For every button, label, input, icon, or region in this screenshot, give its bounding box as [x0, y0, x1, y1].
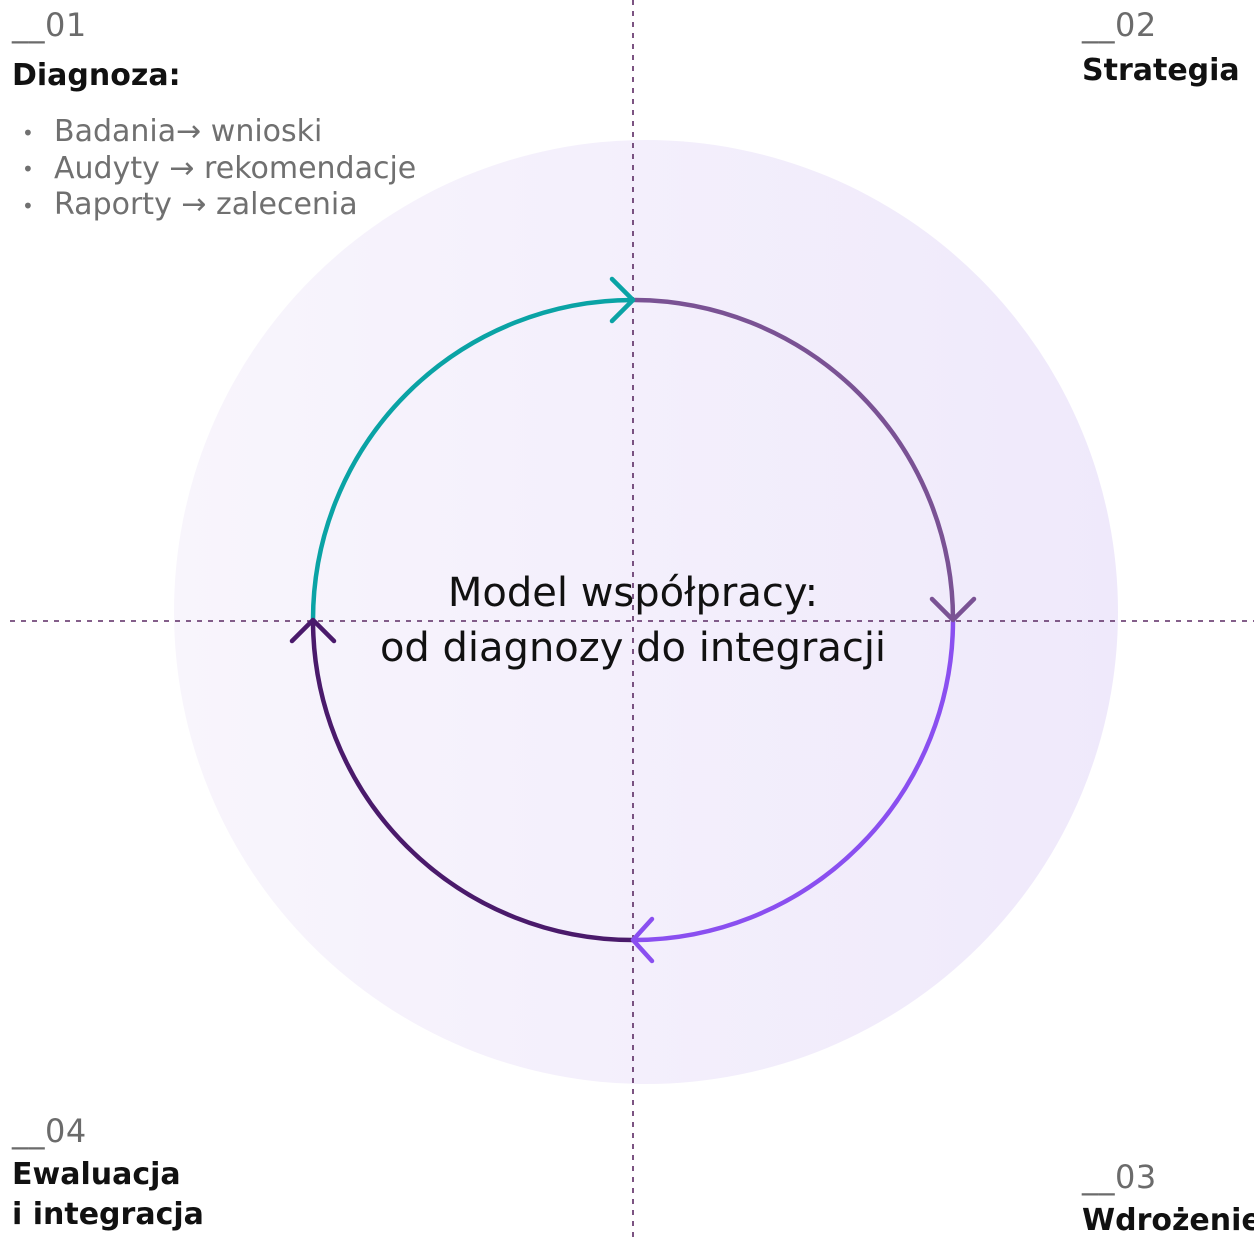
list-item: •Badania→ wnioski	[22, 114, 323, 149]
diagnoza-bullet-list: •Badania→ wnioski •Audyty → rekomendacje…	[22, 114, 416, 224]
chevron-arrow-icon	[289, 617, 337, 644]
chevron-arrow-icon	[929, 596, 977, 623]
center-title-line2: od diagnozy do integracji	[379, 625, 887, 671]
step-number-02: __02	[1082, 6, 1157, 44]
step-title-diagnoza: Diagnoza:	[12, 58, 181, 93]
step-number-04: __04	[12, 1112, 87, 1150]
step-title-wdrozenie: Wdrożenie	[1082, 1203, 1254, 1238]
arc-diagnoza	[310, 297, 634, 621]
arc-strategia	[632, 297, 956, 621]
bullet-dot-icon: •	[22, 157, 34, 181]
center-title-line1: Model współpracy:	[447, 570, 819, 616]
step-number-01: __01	[12, 6, 87, 44]
chevron-arrow-icon	[609, 276, 636, 324]
step-title-strategia: Strategia	[1082, 53, 1240, 88]
arc-wdrozenie	[632, 619, 956, 943]
center-title: Model współpracy: od diagnozy do integra…	[300, 566, 966, 676]
step-number-03: __03	[1082, 1158, 1157, 1196]
bullet-dot-icon: •	[22, 120, 34, 145]
arc-ewaluacja	[310, 619, 634, 943]
list-item: •Audyty → rekomendacje	[22, 150, 417, 186]
step-title-ewaluacja: Ewaluacja i integracja	[12, 1155, 204, 1235]
bullet-dot-icon: •	[22, 193, 34, 218]
step-title-ewaluacja-line1: Ewaluacja	[12, 1157, 181, 1192]
list-item: •Raporty → zalecenia	[22, 187, 358, 222]
chevron-arrow-icon	[630, 916, 655, 964]
step-title-ewaluacja-line2: i integracja	[12, 1197, 204, 1232]
